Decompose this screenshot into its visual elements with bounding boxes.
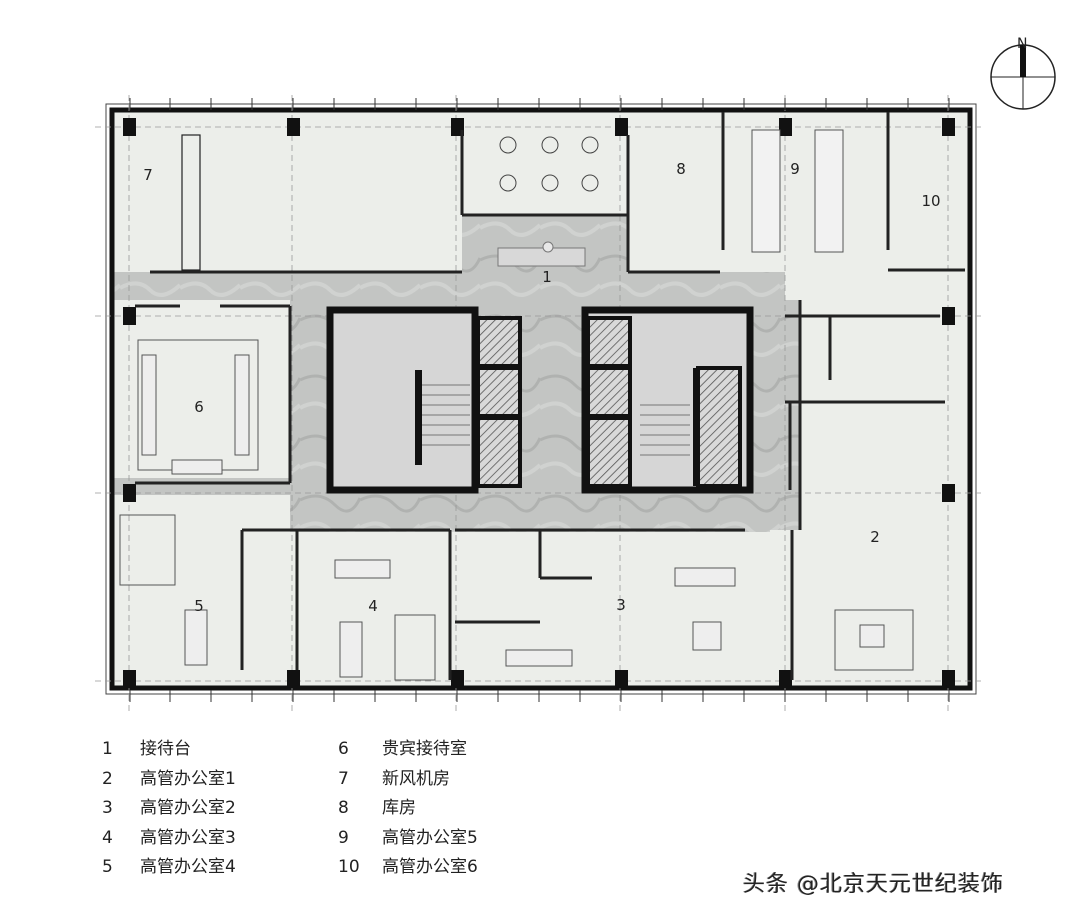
mullion-ticks bbox=[129, 98, 950, 702]
exterior-wall bbox=[109, 107, 973, 691]
room-label-6: 6 bbox=[194, 398, 204, 416]
legend-right-column: 6 贵宾接待室 7 新风机房 8 库房 9 高管办公室5 10 高管办公室6 bbox=[338, 735, 478, 883]
legend-room-name: 高管办公室3 bbox=[140, 827, 236, 848]
room-label-9: 9 bbox=[790, 160, 800, 178]
legend-room-name: 贵宾接待室 bbox=[382, 739, 467, 759]
legend-number: 7 bbox=[338, 768, 349, 789]
room-label-3: 3 bbox=[616, 596, 626, 614]
legend-room-name: 高管办公室5 bbox=[382, 827, 478, 848]
legend-room-name: 接待台 bbox=[140, 739, 191, 759]
legend-room-name: 高管办公室6 bbox=[382, 857, 478, 877]
legend-room-name: 库房 bbox=[382, 798, 416, 818]
room-label-4: 4 bbox=[368, 597, 378, 615]
reception-desk bbox=[497, 241, 586, 267]
interior-walls bbox=[135, 112, 965, 680]
room-label-8: 8 bbox=[676, 160, 686, 178]
round-tables bbox=[499, 136, 599, 192]
legend-number: 5 bbox=[102, 857, 113, 877]
legend-number: 4 bbox=[102, 827, 113, 848]
room-label-5: 5 bbox=[194, 597, 204, 615]
legend-number: 10 bbox=[338, 857, 360, 877]
room-label-10: 10 bbox=[921, 192, 940, 210]
office-2-sofa-set bbox=[834, 609, 914, 671]
legend-item: 9 高管办公室5 bbox=[338, 824, 478, 854]
legend-item: 8 库房 bbox=[338, 794, 478, 824]
legend-number: 8 bbox=[338, 798, 349, 818]
legend-item: 2 高管办公室1 bbox=[102, 765, 236, 795]
legend-item: 7 新风机房 bbox=[338, 765, 478, 795]
legend-room-name: 高管办公室1 bbox=[140, 768, 236, 789]
structural-columns bbox=[123, 118, 955, 688]
watermark: 头条 @北京天元世纪装饰 bbox=[743, 872, 1004, 897]
legend-item: 1 接待台 bbox=[102, 735, 236, 765]
building-core bbox=[326, 306, 754, 494]
north-compass-icon bbox=[990, 44, 1056, 110]
legend-room-name: 高管办公室4 bbox=[140, 857, 236, 877]
legend-room-name: 新风机房 bbox=[382, 768, 450, 789]
legend-number: 6 bbox=[338, 739, 349, 759]
legend-left-column: 1 接待台 2 高管办公室1 3 高管办公室2 4 高管办公室3 5 高管办公室4 bbox=[102, 735, 236, 883]
vip-sofas bbox=[137, 339, 259, 475]
legend-item: 4 高管办公室3 bbox=[102, 824, 236, 854]
room-label-2: 2 bbox=[870, 528, 880, 546]
legend-item: 3 高管办公室2 bbox=[102, 794, 236, 824]
room-label-7: 7 bbox=[143, 166, 153, 184]
compass-north-label: N bbox=[1017, 36, 1028, 52]
legend-item: 6 贵宾接待室 bbox=[338, 735, 478, 765]
legend-number: 2 bbox=[102, 768, 113, 789]
office-9-desks bbox=[751, 129, 844, 253]
office-3-furniture bbox=[505, 567, 736, 667]
legend-number: 9 bbox=[338, 827, 349, 848]
legend-room-name: 高管办公室2 bbox=[140, 798, 236, 818]
legend-item: 10 高管办公室6 bbox=[338, 853, 478, 883]
legend-item: 5 高管办公室4 bbox=[102, 853, 236, 883]
office-4-5-furniture bbox=[119, 514, 436, 681]
legend-number: 3 bbox=[102, 798, 113, 818]
legend-number: 1 bbox=[102, 739, 113, 759]
room-label-1: 1 bbox=[542, 268, 552, 286]
